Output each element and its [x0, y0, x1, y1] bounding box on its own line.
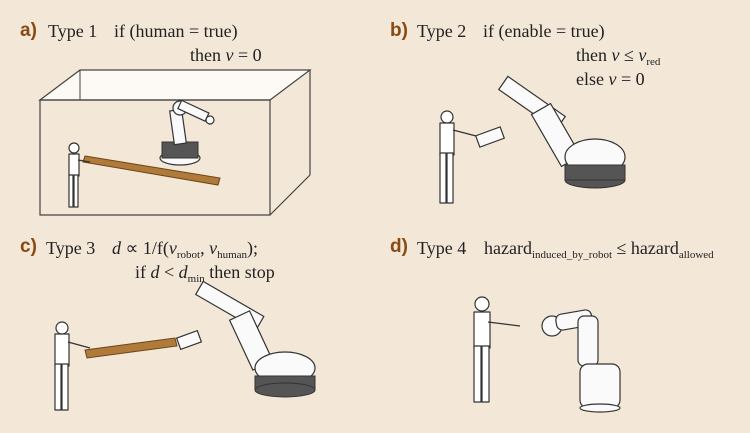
industrial-robot-icon: [474, 75, 626, 189]
panel-a-type: Type 1: [48, 21, 98, 41]
workpiece-bar: [84, 337, 178, 359]
human-worker-icon: [473, 296, 521, 403]
panel-d-formula: hazardinduced_by_robot ≤ hazardallowed: [484, 238, 714, 261]
collaborative-robot-icon: [541, 309, 621, 413]
panel-b-else: else v = 0: [576, 69, 645, 89]
human-worker-icon: [439, 110, 481, 204]
panel-b-action: then v ≤ vred: [576, 45, 661, 68]
panel-d-label: d): [390, 236, 408, 257]
industrial-robot-icon: [175, 280, 316, 398]
human-worker-icon: [54, 321, 91, 411]
panel-b-type: Type 2: [417, 21, 467, 41]
panel-a-condition: if (human = true): [114, 21, 238, 41]
panel-c-stop-rule: if d < dmin then stop: [135, 262, 275, 285]
panel-b-illustration: [439, 75, 626, 204]
panel-b-condition: if (enable = true): [483, 21, 605, 41]
panel-a-illustration: [38, 69, 312, 216]
panel-c-illustration: [54, 280, 316, 411]
industrial-robot-icon: [159, 99, 215, 166]
panel-d-illustration: [473, 296, 621, 413]
panel-b-label: b): [390, 20, 408, 41]
panel-d-type: Type 4: [417, 238, 467, 258]
workpiece-bar: [82, 155, 221, 186]
panel-a-label: a): [20, 20, 37, 41]
panel-c-formula: d ∝ 1/f(vrobot, vhuman);: [112, 238, 259, 261]
panel-c-type: Type 3: [46, 238, 96, 258]
human-worker-icon: [68, 142, 91, 208]
panel-c-label: c): [20, 236, 37, 257]
panel-a-action: then v = 0: [190, 45, 262, 65]
